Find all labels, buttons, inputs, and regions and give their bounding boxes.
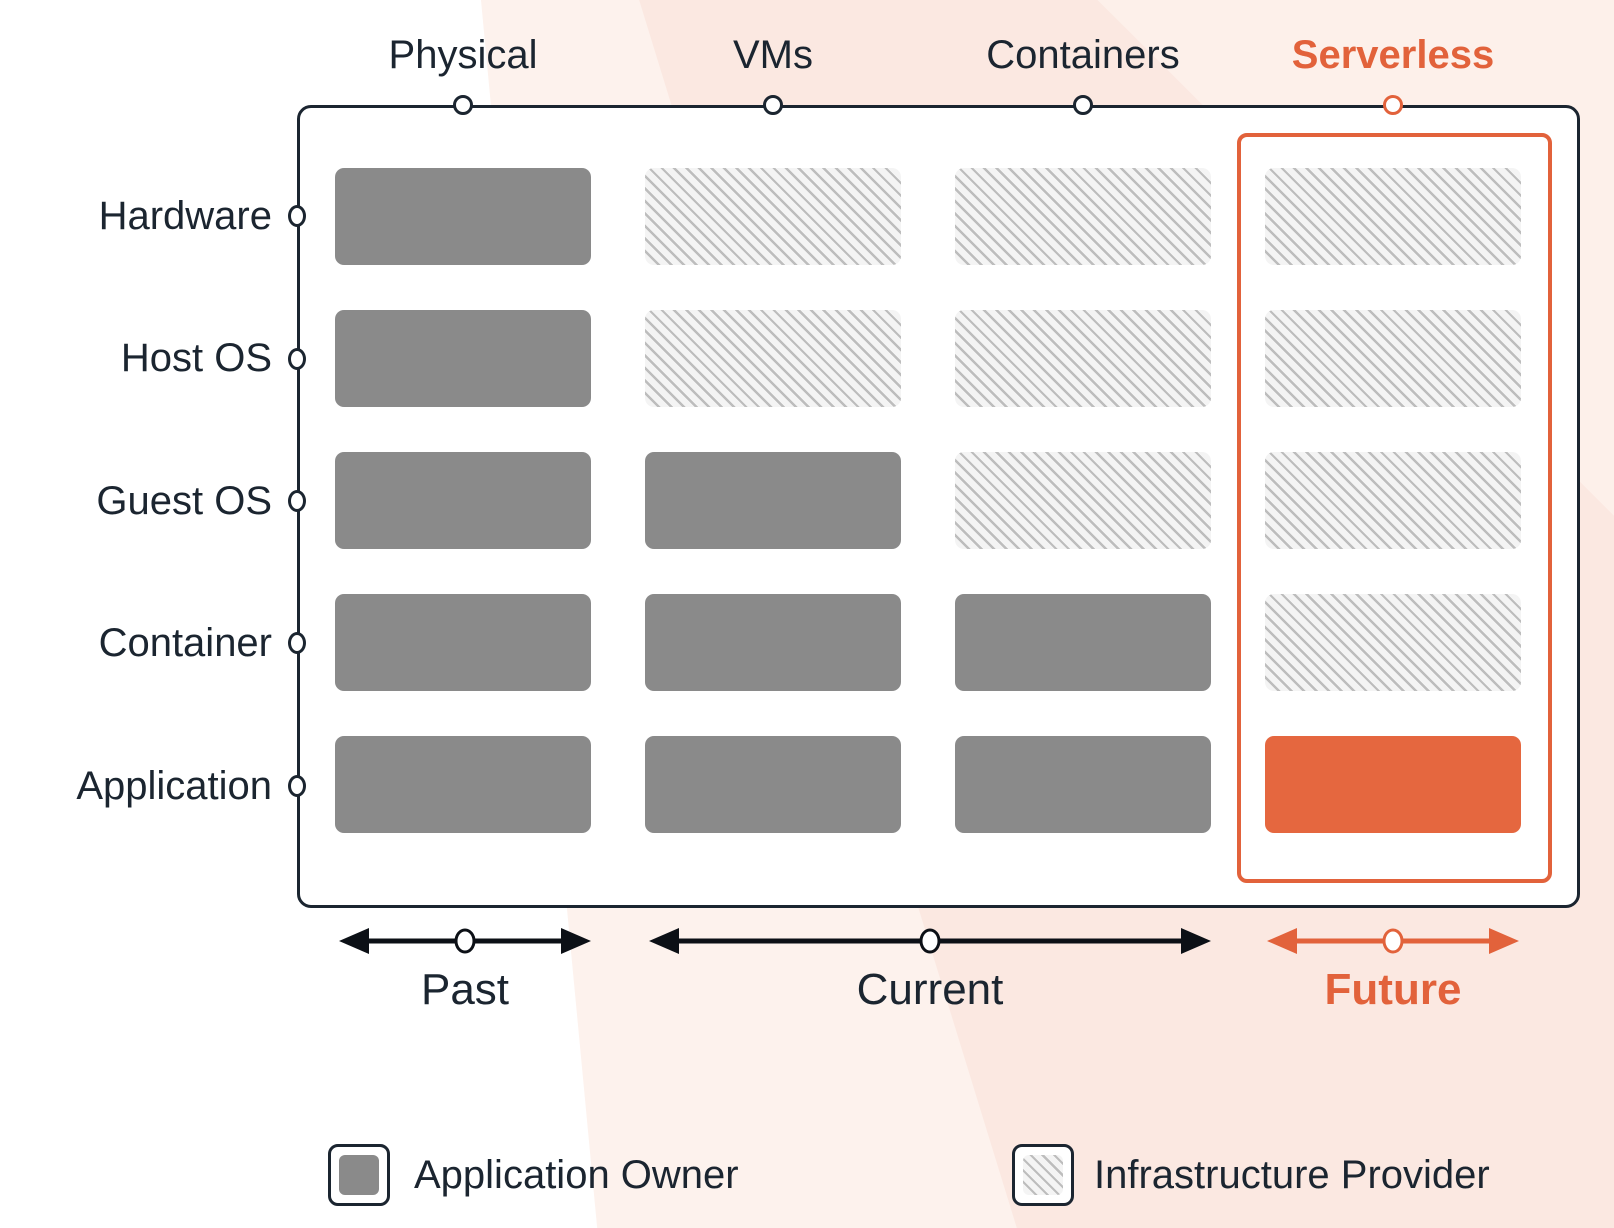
cell-application-physical	[335, 736, 591, 833]
cell-host-os-serverless	[1265, 310, 1521, 407]
cell-hardware-containers	[955, 168, 1211, 265]
legend-label-application-owner: Application Owner	[414, 1153, 739, 1197]
cell-application-containers	[955, 736, 1211, 833]
cell-hardware-vms	[645, 168, 901, 265]
connector-dot-serverless	[1383, 95, 1403, 115]
cell-hardware-serverless	[1265, 168, 1521, 265]
cell-guest-os-vms	[645, 452, 901, 549]
connector-dot-physical	[453, 95, 473, 115]
cell-hardware-physical	[335, 168, 591, 265]
row-label-hardware: Hardware	[98, 194, 272, 238]
connector-dot-containers	[1073, 95, 1093, 115]
connector-dot-application	[288, 775, 306, 797]
row-label-application: Application	[76, 764, 272, 808]
matrix-cells	[335, 168, 1521, 833]
legend-swatch-infrastructure-provider	[1012, 1144, 1074, 1206]
connector-dot-guest-os	[288, 490, 306, 512]
future-arrow	[1267, 928, 1519, 954]
legend-label-infrastructure-provider: Infrastructure Provider	[1094, 1153, 1490, 1197]
connector-dot-container	[288, 632, 306, 654]
past-arrow	[339, 928, 591, 954]
column-header-physical: Physical	[388, 33, 538, 77]
serverless-highlight-box	[1237, 133, 1552, 883]
column-header-containers: Containers	[986, 33, 1180, 77]
timeline-label-current: Current	[856, 965, 1004, 1014]
cell-host-os-vms	[645, 310, 901, 407]
timeline-label-past: Past	[420, 965, 510, 1014]
cell-application-serverless	[1265, 736, 1521, 833]
connector-dot-vms	[763, 95, 783, 115]
row-label-host-os: Host OS	[120, 336, 272, 380]
cell-guest-os-containers	[955, 452, 1211, 549]
connector-dot-host-os	[288, 348, 306, 370]
cell-container-serverless	[1265, 594, 1521, 691]
row-label-guest-os: Guest OS	[96, 479, 272, 523]
application-owner-swatch-fill	[339, 1155, 379, 1195]
cell-guest-os-serverless	[1265, 452, 1521, 549]
column-header-vms: VMs	[733, 33, 813, 77]
cell-guest-os-physical	[335, 452, 591, 549]
column-header-serverless: Serverless	[1291, 33, 1495, 77]
cell-container-vms	[645, 594, 901, 691]
legend-swatch-application-owner	[328, 1144, 390, 1206]
connector-dot-hardware	[288, 205, 306, 227]
infrastructure-provider-swatch-fill	[1023, 1155, 1063, 1195]
row-label-container: Container	[98, 621, 272, 665]
cell-container-physical	[335, 594, 591, 691]
cell-container-containers	[955, 594, 1211, 691]
cell-host-os-containers	[955, 310, 1211, 407]
current-arrow	[649, 928, 1211, 954]
cell-application-vms	[645, 736, 901, 833]
cell-host-os-physical	[335, 310, 591, 407]
timeline-label-future: Future	[1324, 965, 1462, 1014]
